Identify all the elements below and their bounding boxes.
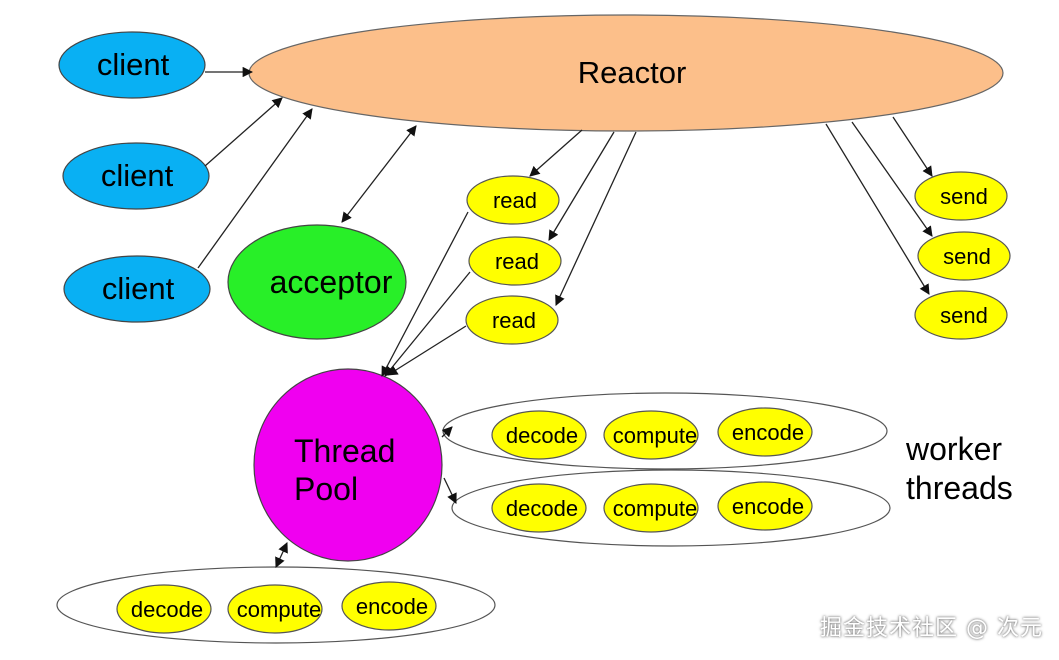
task-label: compute bbox=[237, 597, 321, 622]
client-node-1: client bbox=[58, 31, 206, 99]
worker-group-2: decode compute encode bbox=[451, 469, 891, 547]
read-node-2: read bbox=[468, 236, 562, 286]
reactor-label: Reactor bbox=[578, 55, 687, 90]
arrow-reactor-send3 bbox=[825, 123, 930, 295]
arrow-reactor-read1 bbox=[529, 129, 583, 177]
client-label: client bbox=[101, 158, 174, 193]
thread-pool-label-line2: Pool bbox=[294, 471, 358, 507]
task-label: decode bbox=[506, 496, 578, 521]
task-label: compute bbox=[613, 423, 697, 448]
acceptor-node: acceptor bbox=[227, 224, 407, 340]
read-node-3: read bbox=[465, 295, 559, 345]
arrow-read2-pool bbox=[384, 271, 471, 377]
task-label: compute bbox=[613, 496, 697, 521]
worker-group-3: decode compute encode bbox=[56, 566, 496, 644]
arrow-client2-reactor bbox=[204, 97, 283, 167]
thread-pool-node: Thread Pool bbox=[253, 368, 443, 562]
send-node-1: send bbox=[914, 171, 1008, 221]
watermark: 掘金技术社区 @ 次元 bbox=[820, 616, 1043, 641]
send-node-2: send bbox=[917, 231, 1011, 281]
task-label: encode bbox=[356, 594, 428, 619]
arrow-reactor-send1 bbox=[892, 116, 933, 177]
task-label: decode bbox=[131, 597, 203, 622]
arrow-pool-group1 bbox=[441, 426, 453, 438]
arrow-pool-group2 bbox=[443, 477, 457, 504]
arrow-reactor-acceptor bbox=[341, 125, 417, 223]
client-label: client bbox=[97, 47, 170, 82]
worker-threads-label-line2: threads bbox=[906, 470, 1013, 506]
arrow-reactor-read2 bbox=[548, 131, 615, 241]
client-node-3: client bbox=[63, 255, 211, 323]
client-label: client bbox=[102, 271, 175, 306]
arrow-client3-reactor bbox=[197, 108, 313, 269]
read-label: read bbox=[495, 249, 539, 274]
task-label: encode bbox=[732, 420, 804, 445]
send-label: send bbox=[940, 303, 988, 328]
arrow-reactor-send2 bbox=[851, 121, 933, 237]
arrow-pool-group3 bbox=[275, 542, 288, 568]
task-label: encode bbox=[732, 494, 804, 519]
send-node-3: send bbox=[914, 290, 1008, 340]
task-label: decode bbox=[506, 423, 578, 448]
read-label: read bbox=[492, 308, 536, 333]
acceptor-label: acceptor bbox=[270, 264, 393, 300]
arrow-read1-pool bbox=[381, 211, 469, 377]
worker-threads-label-line1: worker bbox=[905, 431, 1002, 467]
thread-pool-label-line1: Thread bbox=[294, 433, 395, 469]
send-label: send bbox=[940, 184, 988, 209]
reactor-node: Reactor bbox=[248, 14, 1004, 132]
send-label: send bbox=[943, 244, 991, 269]
arrow-reactor-read3 bbox=[555, 131, 637, 306]
arrow-read3-pool bbox=[387, 325, 467, 376]
read-label: read bbox=[493, 188, 537, 213]
client-node-2: client bbox=[62, 142, 210, 210]
worker-group-1: decode compute encode bbox=[442, 392, 888, 470]
edges bbox=[197, 66, 933, 568]
read-node-1: read bbox=[466, 175, 560, 225]
